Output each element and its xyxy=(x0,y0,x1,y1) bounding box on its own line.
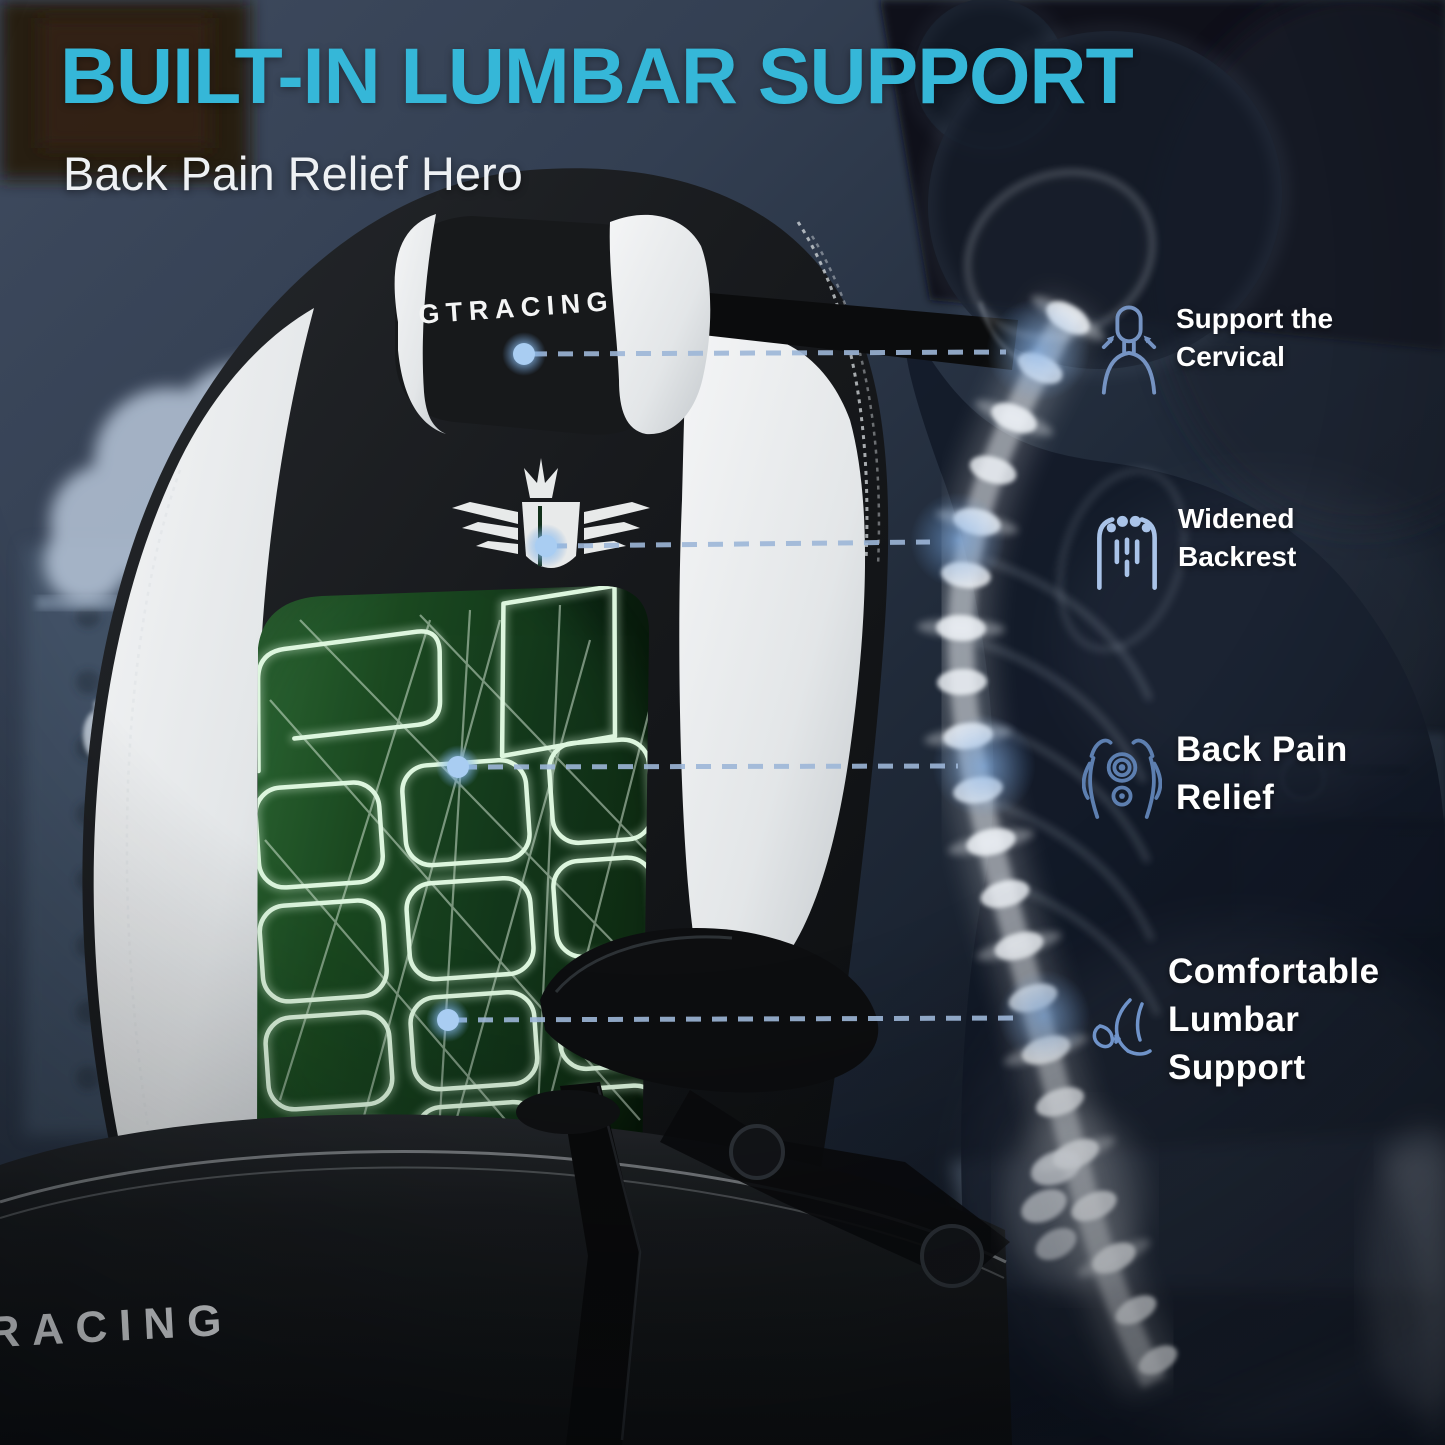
leader-line-backrest xyxy=(551,539,931,549)
leader-lines xyxy=(451,349,1021,1023)
leader-line-lumbar xyxy=(451,1015,1021,1023)
anchor-dots xyxy=(426,332,568,1042)
leader-line-cervical xyxy=(531,349,1007,357)
leader-line-backpain xyxy=(461,763,959,770)
